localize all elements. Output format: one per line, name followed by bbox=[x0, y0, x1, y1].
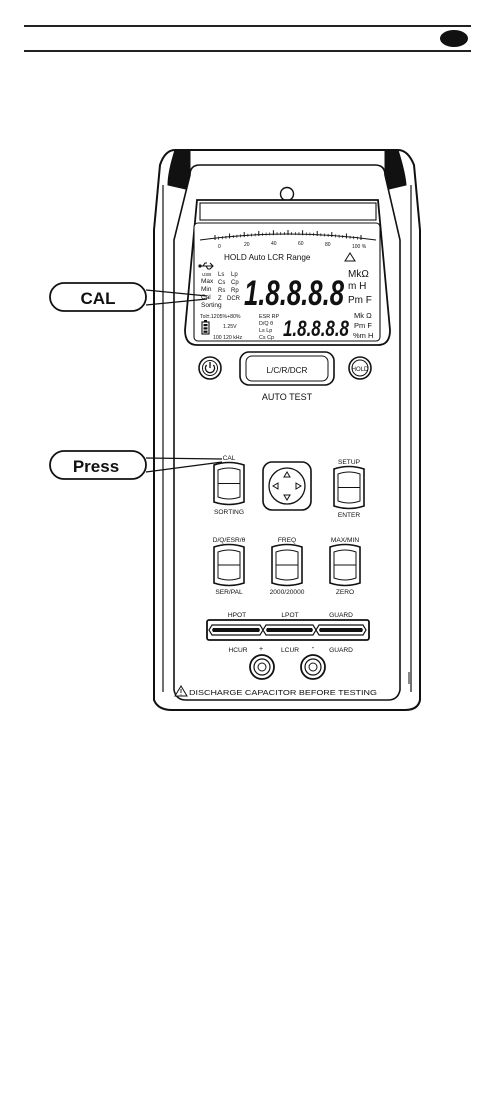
bargraph-label-40: 40 bbox=[271, 241, 277, 247]
sec-unit-mh: %m H bbox=[353, 331, 373, 340]
dq-button-top-label: D/Q/ESR/θ bbox=[213, 537, 246, 544]
sec-unit-mk-ohm: Mk Ω bbox=[354, 311, 372, 320]
bargraph-label-100: 100 % bbox=[352, 244, 367, 250]
hold-button[interactable]: HOLD bbox=[348, 356, 372, 380]
top-rule bbox=[24, 25, 471, 27]
bargraph-label-20: 20 bbox=[244, 242, 250, 248]
press-callout-box bbox=[49, 450, 147, 480]
lcur-jack[interactable] bbox=[300, 654, 326, 680]
sec-label-esr: ESR RP bbox=[259, 314, 279, 320]
dq-esr-button[interactable] bbox=[213, 543, 245, 587]
mode-ls: Ls bbox=[218, 272, 224, 278]
lcd-voltage-label: 1.25V bbox=[223, 324, 237, 330]
lcd-screen bbox=[193, 222, 381, 342]
arrow-left-icon[interactable] bbox=[272, 482, 279, 490]
lcd-min-label: Min bbox=[201, 286, 212, 293]
hpot-terminal-slot[interactable] bbox=[208, 624, 264, 636]
mode-lp: Lp bbox=[231, 272, 238, 278]
setup-enter-button[interactable] bbox=[333, 465, 365, 510]
auto-test-label: AUTO TEST bbox=[262, 392, 313, 402]
press-callout-pointer bbox=[145, 457, 223, 473]
lcd-main-digits: 1.8.8.8.8 bbox=[244, 274, 344, 313]
lcr-dcr-label: L/C/R/DCR bbox=[267, 366, 308, 375]
power-button[interactable] bbox=[198, 356, 222, 380]
cal-callout-pointer bbox=[145, 289, 208, 306]
hcur-jack[interactable] bbox=[249, 654, 275, 680]
freq-button-top-label: FREQ bbox=[278, 537, 296, 544]
lpot-label: LPOT bbox=[281, 612, 298, 619]
discharge-warning: DISCHARGE CAPACITOR BEFORE TESTING bbox=[189, 688, 377, 697]
mode-dcr: DCR bbox=[227, 296, 241, 302]
cal-button-top-label: CAL bbox=[223, 455, 236, 462]
lcd-freq-label: 100 120 kHz bbox=[213, 335, 243, 341]
freq-button[interactable] bbox=[271, 543, 303, 587]
freq-button-bottom-label: 2000/20000 bbox=[270, 589, 305, 596]
main-unit-mk-ohm: MkΩ bbox=[348, 269, 369, 280]
sec-label-ls: Ls Lp bbox=[259, 328, 272, 334]
setup-button-bottom-label: ENTER bbox=[338, 512, 361, 519]
lcur-label: LCUR bbox=[281, 647, 299, 654]
minus-sign: - bbox=[312, 643, 315, 652]
lcr-dcr-button[interactable]: L/C/R/DCR bbox=[239, 351, 335, 386]
lcd-secondary-digits: 1.8.8.8.8 bbox=[283, 316, 350, 341]
lcd-status-line: HOLD Auto LCR Range bbox=[224, 253, 311, 262]
mode-cp: Cp bbox=[231, 280, 239, 286]
battery-icon bbox=[201, 320, 210, 335]
display-bezel-ledge bbox=[199, 202, 377, 221]
sensor-hole bbox=[279, 186, 295, 202]
maxmin-zero-button[interactable] bbox=[329, 543, 361, 587]
hpot-label: HPOT bbox=[228, 612, 246, 619]
guard-label-bottom: GUARD bbox=[329, 647, 353, 654]
press-callout-text: Press bbox=[73, 457, 119, 476]
setup-button-top-label: SETUP bbox=[338, 459, 361, 466]
lcd-max-label: Max bbox=[201, 278, 214, 285]
sec-label-dq: D/Q θ bbox=[259, 321, 273, 327]
dq-button-bottom-label: SER/PAL bbox=[215, 589, 243, 596]
bargraph-label-60: 60 bbox=[298, 241, 304, 247]
navigation-pad[interactable] bbox=[262, 461, 312, 511]
mode-rp: Rp bbox=[231, 288, 239, 294]
arrow-down-icon[interactable] bbox=[283, 494, 291, 501]
sec-unit-pmf: Pm F bbox=[354, 321, 372, 330]
cal-callout-box bbox=[49, 282, 147, 312]
maxmin-button-top-label: MAX/MIN bbox=[331, 537, 359, 544]
cal-button-bottom-label: SORTING bbox=[214, 509, 244, 516]
cal-sorting-button[interactable] bbox=[213, 461, 245, 506]
power-icon bbox=[204, 362, 216, 374]
plus-sign: + bbox=[259, 646, 263, 653]
page-tab-marker bbox=[440, 30, 468, 47]
header-rule bbox=[24, 50, 471, 52]
mode-rs: Rs bbox=[218, 288, 225, 294]
warning-triangle-icon bbox=[344, 252, 356, 262]
hold-button-label: HOLD bbox=[352, 367, 369, 373]
main-unit-mh: m H bbox=[348, 281, 366, 292]
guard-terminal-slot[interactable] bbox=[315, 624, 367, 636]
usb-label: USB bbox=[202, 272, 211, 277]
arrow-right-icon[interactable] bbox=[295, 482, 302, 490]
lpot-terminal-slot[interactable] bbox=[262, 624, 317, 636]
arrow-up-icon[interactable] bbox=[283, 471, 291, 478]
usb-icon bbox=[198, 262, 214, 270]
bargraph-label-0: 0 bbox=[218, 244, 221, 250]
bargraph-label-80: 80 bbox=[325, 242, 331, 248]
lcd-sorting-label: Sorting bbox=[201, 302, 222, 309]
maxmin-button-bottom-label: ZERO bbox=[336, 589, 354, 596]
cal-callout-text: CAL bbox=[81, 289, 116, 308]
guard-label-top: GUARD bbox=[329, 612, 353, 619]
main-unit-pmf: Pm F bbox=[348, 295, 372, 306]
mode-z: Z bbox=[218, 296, 222, 302]
mode-cs: Cs bbox=[218, 280, 225, 286]
lcd-cal-label: Cal bbox=[201, 294, 211, 301]
lcd-tolerance-label: Tol±.1205%+80% bbox=[200, 314, 241, 320]
hcur-label: HCUR bbox=[228, 647, 247, 654]
sec-label-cs: Cs Cp bbox=[259, 335, 274, 341]
bargraph-ticks bbox=[214, 230, 362, 240]
